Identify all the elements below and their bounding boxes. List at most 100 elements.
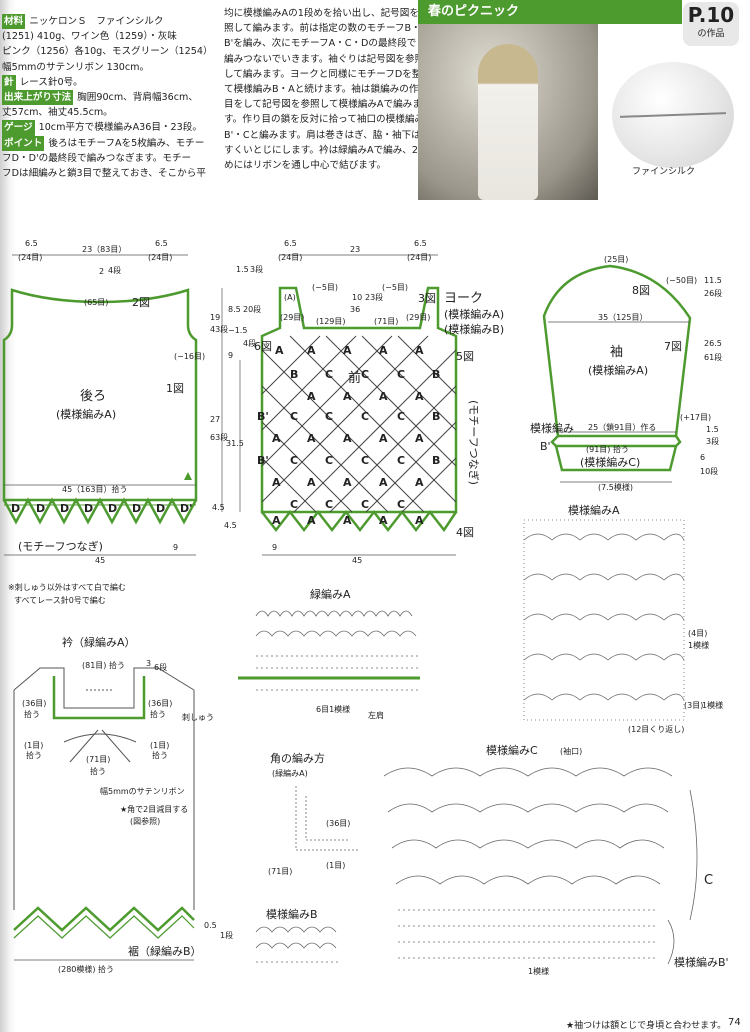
back-dim-65st: (65目) bbox=[84, 298, 108, 307]
material-line3: ピンク（1256）各10g、モスグリーン（1254） bbox=[2, 46, 213, 58]
page-reference-suffix: の作品 bbox=[697, 29, 725, 39]
front-dim-8-5: 8.5 bbox=[228, 305, 241, 314]
label-needle: 針 bbox=[2, 74, 16, 91]
back-dim-6-5-left: 6.5 bbox=[25, 239, 38, 248]
pattern-B-title: 模様編みB bbox=[266, 907, 318, 921]
instr-l7: 目をして記号図を参照して模様編みAで編みま bbox=[224, 99, 422, 111]
instr-l1: 均に模様編みAの1段めを拾い出し、記号図を参 bbox=[224, 8, 429, 19]
hem-zigzag-inner bbox=[13, 915, 195, 939]
point-line2: フD・D'の最終段で編みつなぎます。モチー bbox=[2, 152, 192, 164]
needle-text: レース針0号。 bbox=[19, 76, 83, 88]
pattern-Bp-title: 模様編みB' bbox=[674, 955, 729, 969]
page-number-ref: 10 bbox=[706, 3, 735, 27]
front-dim-9: 9 bbox=[228, 351, 233, 360]
pattern-A-rep: 1模様 bbox=[688, 640, 709, 650]
front-motif-C: C bbox=[361, 410, 369, 423]
sleeve-pattern-C: (模様編みC) bbox=[580, 455, 640, 469]
front-dim-9b: 9 bbox=[272, 543, 277, 552]
front-hem-zigzag bbox=[261, 509, 458, 533]
front-motif-A: A bbox=[379, 344, 388, 357]
front-motif-A: A bbox=[343, 476, 352, 489]
collar-star-note: ★角で2目減目する bbox=[120, 804, 188, 814]
edge-A-repeat: 6目1模様 bbox=[316, 704, 350, 714]
sleeve-dim-11-5: 11.5 bbox=[704, 276, 722, 285]
pattern-C-rep: 1模様 bbox=[528, 966, 549, 976]
front-dim-6-5-right: 6.5 bbox=[414, 239, 427, 248]
front-motif-A: A bbox=[415, 344, 424, 357]
front-dim-24-left: (24目) bbox=[278, 253, 302, 262]
front-motif-A: A bbox=[415, 476, 424, 489]
point-line3: フDは細編みと鎖3目で整えておき、そこから平 bbox=[2, 168, 206, 180]
back-motif-zigzag bbox=[2, 497, 198, 525]
hem-dim-0-5: 0.5 bbox=[204, 921, 217, 930]
front-dim-minus5-right: (−5目) bbox=[382, 283, 408, 292]
back-dim-2: 2 bbox=[99, 267, 104, 276]
collar-title: 衿（緑編みA） bbox=[62, 635, 136, 649]
front-dim-45w: 45 bbox=[352, 556, 362, 565]
sleeve-dim-3rows: 3段 bbox=[706, 436, 719, 446]
back-motif-D-7: D bbox=[156, 502, 165, 515]
pattern-C-title: 模様編みC bbox=[486, 743, 538, 757]
collar-dim-36-left: (36目) bbox=[22, 699, 46, 708]
hem-dim-280: (280模様) 拾う bbox=[58, 964, 114, 974]
front-fig5: 5図 bbox=[456, 350, 474, 363]
front-fig4: 4図 bbox=[456, 526, 474, 539]
front-motif-B: B bbox=[432, 454, 440, 467]
ribbon-tails bbox=[69, 729, 131, 763]
front-motif-C: C bbox=[325, 498, 333, 511]
collar-dim-81: (81目) 拾う bbox=[82, 660, 125, 670]
front-motif-C: C bbox=[361, 498, 369, 511]
front-motif-C: C bbox=[325, 410, 333, 423]
materials-column: 材料ニッケロンＳ ファインシルク (1251) 410g、ワイン色（1259）・… bbox=[2, 14, 217, 181]
edge-A-arc-row bbox=[255, 630, 417, 637]
model-figure bbox=[478, 44, 538, 200]
collar-star-note2: (図参照) bbox=[130, 816, 160, 826]
front-motif-A: A bbox=[307, 476, 316, 489]
sleeve-diagram bbox=[542, 264, 692, 472]
front-motif-A: A bbox=[307, 390, 316, 403]
material-line1: ニッケロンＳ ファインシルク bbox=[29, 16, 164, 27]
front-dim-lines bbox=[221, 254, 456, 556]
front-motif-A: A bbox=[379, 514, 388, 527]
back-title: 後ろ bbox=[80, 389, 106, 404]
material-line2: (1251) 410g、ワイン色（1259）・灰味 bbox=[2, 31, 177, 43]
pattern-A-arc bbox=[523, 533, 685, 541]
collar-dim-1-right: (1目) bbox=[150, 741, 169, 750]
sleeve-dim-10rows: 10段 bbox=[700, 466, 718, 476]
front-motif-C: C bbox=[290, 498, 298, 511]
pattern-A-12rep: (12目くり返し) bbox=[628, 725, 684, 734]
front-motif-C: C bbox=[361, 368, 369, 381]
pattern-C-fan bbox=[391, 839, 665, 849]
pattern-A-arc bbox=[523, 613, 685, 621]
front-motif-A: A bbox=[343, 432, 352, 445]
sleeve-fig7: 7図 bbox=[664, 340, 682, 353]
sleeve-dim-7-5: (7.5模様) bbox=[598, 482, 633, 492]
model-photo bbox=[418, 24, 598, 200]
back-motif-D-3: D bbox=[60, 502, 69, 515]
back-dim-4rows: 4段 bbox=[108, 265, 121, 275]
front-motif-A: A bbox=[272, 514, 281, 527]
front-motif-C: C bbox=[397, 368, 405, 381]
yoke-title: ヨーク bbox=[444, 291, 483, 306]
front-motif-A: A bbox=[275, 344, 284, 357]
sleeve-dim-25: (25目) bbox=[604, 255, 628, 264]
back-dim-9: 9 bbox=[173, 543, 178, 552]
sleeve-subtitle: (模様編みA) bbox=[588, 363, 648, 377]
front-motif-join: (モチーフつなぎ) bbox=[467, 400, 481, 485]
pattern-B-chart bbox=[255, 926, 340, 963]
edge-A-scallop-row bbox=[255, 610, 413, 617]
edge-A-shoulder: 左肩 bbox=[368, 710, 384, 720]
front-dim-24-right: (24目) bbox=[407, 253, 431, 262]
front-dim-6-5-left: 6.5 bbox=[284, 239, 297, 248]
sleeve-dim-91: (91目) 拾う bbox=[586, 444, 629, 454]
back-fig2: 2図 bbox=[132, 296, 150, 309]
pattern-A-arc bbox=[523, 653, 685, 661]
sleeve-dim-lines bbox=[548, 321, 690, 483]
front-dim-23: 23 bbox=[350, 245, 360, 254]
corner-dim-71: (71目) bbox=[268, 867, 292, 876]
front-motif-A: A bbox=[307, 432, 316, 445]
sleeve-dim-26-5: 26.5 bbox=[704, 339, 722, 348]
sleeve-dim-61rows: 61段 bbox=[704, 352, 722, 362]
front-dim-27: 27 bbox=[210, 415, 220, 424]
collar-dim-36-right: (36目) bbox=[148, 699, 172, 708]
